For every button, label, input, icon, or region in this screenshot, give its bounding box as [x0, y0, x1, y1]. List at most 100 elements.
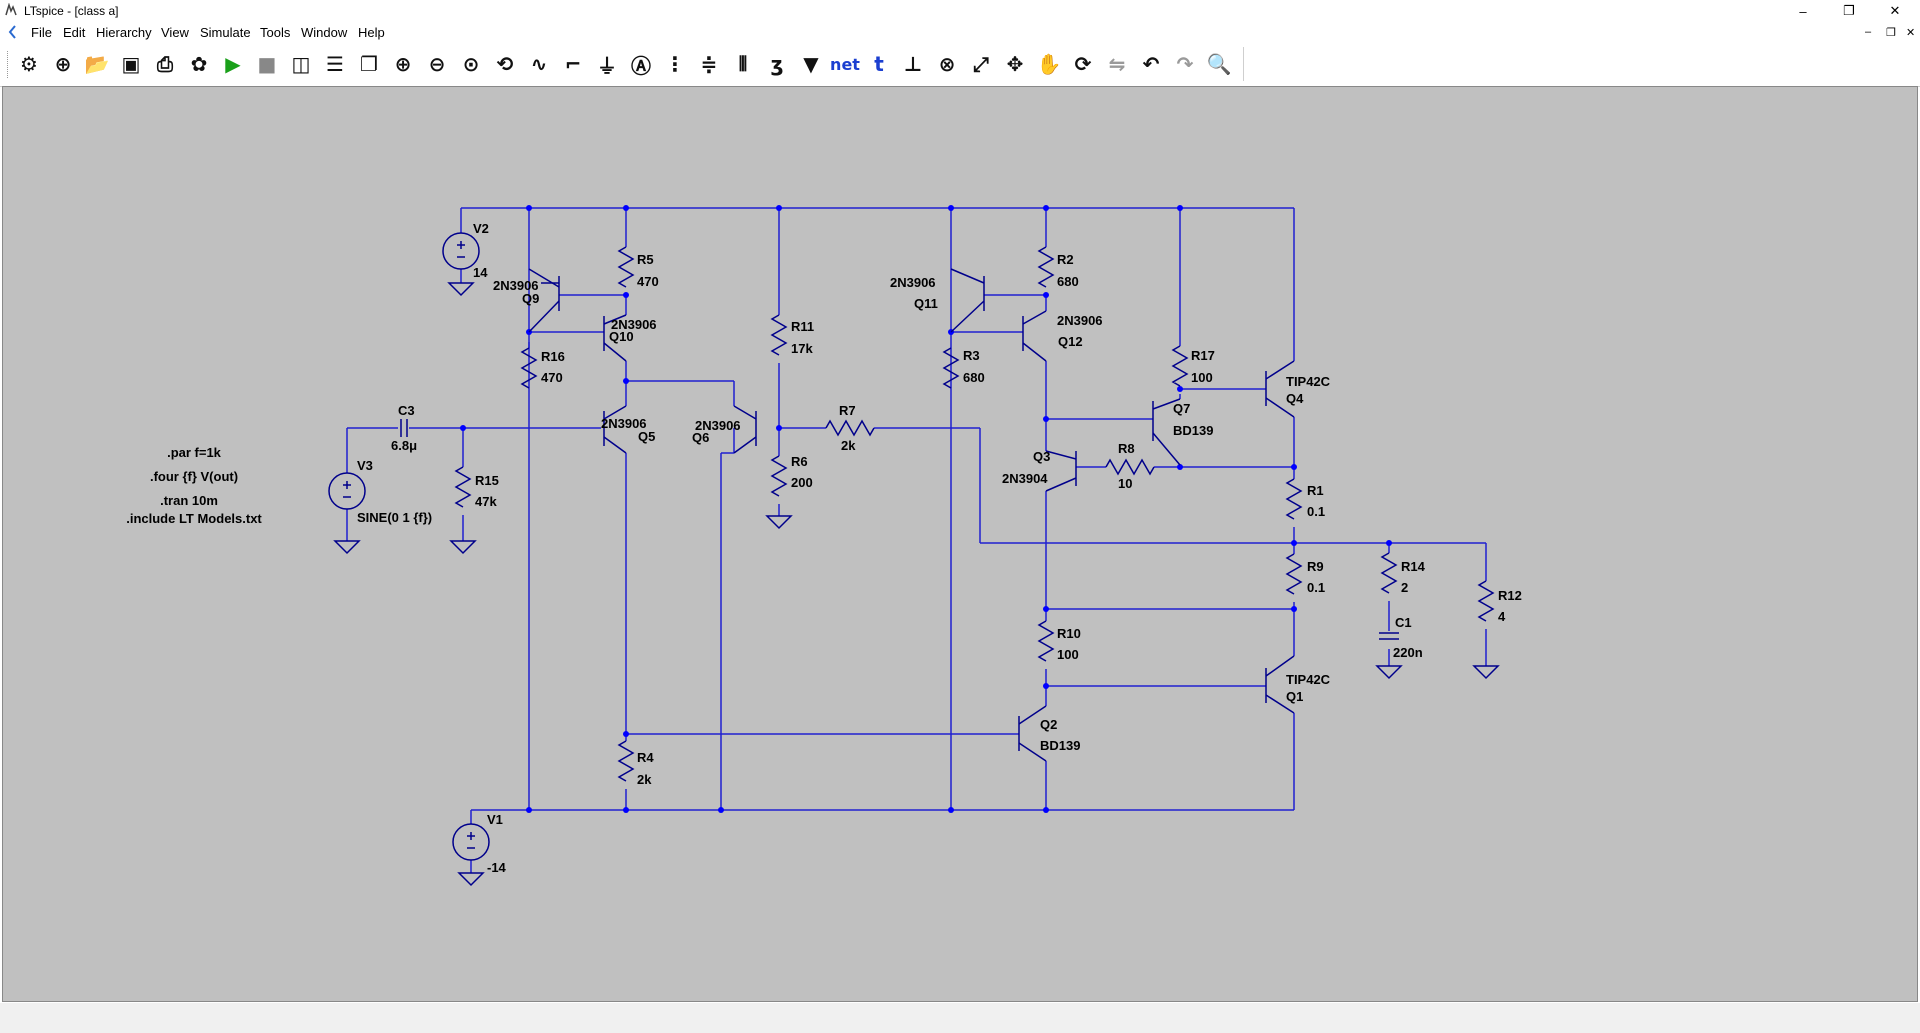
val-V1: -14 — [487, 860, 507, 875]
val-Q9: 2N3906 — [493, 278, 539, 293]
find-button[interactable]: 🔍 — [1204, 49, 1234, 79]
val-R5: 470 — [637, 274, 659, 289]
control-panel-button[interactable]: ✿ — [184, 49, 214, 79]
val-Q3: 2N3904 — [1002, 471, 1048, 486]
capacitor-button[interactable]: ⫴ — [728, 49, 758, 79]
print-button[interactable]: ⎙ — [150, 49, 180, 79]
close-button[interactable]: ✕ — [1889, 3, 1901, 18]
net-button[interactable]: net — [830, 49, 860, 79]
junctions — [460, 205, 1392, 813]
wires — [346, 207, 1487, 873]
menu-hierarchy[interactable]: Hierarchy — [96, 25, 152, 40]
drag-button[interactable]: ✋ — [1034, 49, 1064, 79]
val-R4: 2k — [637, 772, 652, 787]
val-V3: SINE(0 1 {f}) — [357, 510, 432, 525]
settings-button[interactable]: ⚙ — [14, 49, 44, 79]
duplicate-icon: ⤢ — [973, 52, 989, 76]
capacitor-icon: ⫴ — [738, 52, 748, 76]
window-title: LTspice - [class a] — [24, 4, 119, 18]
menu-window[interactable]: Window — [301, 25, 348, 40]
new-schematic-button[interactable]: ⊕ — [48, 49, 78, 79]
val-C3: 6.8μ — [391, 438, 417, 453]
ref-R8: R8 — [1118, 441, 1135, 456]
ref-R16: R16 — [541, 349, 565, 364]
zoom-back-button[interactable]: ⟲ — [490, 49, 520, 79]
tile-vertical-icon: ◫ — [291, 52, 311, 76]
wire-button[interactable]: ⌐ — [558, 49, 588, 79]
zoom-in-button[interactable]: ⊕ — [388, 49, 418, 79]
directive-four: .four {f} V(out) — [150, 469, 238, 484]
menu-simulate[interactable]: Simulate — [200, 25, 251, 40]
waveform-icon: ∿ — [530, 52, 548, 76]
title-bar: LTspice - [class a] – ❐ ✕ — [0, 0, 1920, 22]
text-button[interactable]: t — [864, 49, 894, 79]
schematic-canvas[interactable]: .par f=1k .four {f} V(out) .tran 10m .in… — [2, 86, 1918, 1002]
spice-directive-button[interactable]: ⊥ — [898, 49, 928, 79]
ref-R14: R14 — [1401, 559, 1426, 574]
toolbar-grip[interactable] — [7, 51, 11, 78]
move-button[interactable]: ✥ — [1000, 49, 1030, 79]
component-symbols — [328, 232, 1500, 887]
duplicate-button[interactable]: ⤢ — [966, 49, 996, 79]
ref-V1: V1 — [487, 812, 503, 827]
print-icon: ⎙ — [157, 52, 173, 76]
val-R17: 100 — [1191, 370, 1213, 385]
val-Q12: 2N3906 — [1057, 313, 1103, 328]
ref-R10: R10 — [1057, 626, 1081, 641]
delete-button[interactable]: ⊗ — [932, 49, 962, 79]
resistor-button[interactable]: ≑ — [694, 49, 724, 79]
mdi-close-button[interactable]: ✕ — [1906, 27, 1916, 39]
mdi-minimize-button[interactable]: – — [1865, 26, 1872, 38]
menu-edit[interactable]: Edit — [63, 25, 86, 40]
halt-button[interactable]: ■ — [252, 49, 282, 79]
settings-icon: ⚙ — [20, 52, 38, 76]
restore-button[interactable]: ❐ — [1843, 3, 1855, 18]
component-labels: V2 14 V1 -14 V3 SINE(0 1 {f}) C3 6.8μ R1… — [357, 221, 1522, 875]
zoom-fit-button[interactable]: ⊙ — [456, 49, 486, 79]
rotate-icon: ⟳ — [1074, 52, 1092, 76]
mirror-button[interactable]: ⇋ — [1102, 49, 1132, 79]
ref-R5: R5 — [637, 252, 654, 267]
resistor-icon: ≑ — [700, 52, 718, 76]
menu-file[interactable]: File — [31, 25, 52, 40]
inductor-button[interactable]: ʒ — [762, 49, 792, 79]
menu-tools[interactable]: Tools — [260, 25, 291, 40]
ref-Q5: Q5 — [638, 429, 655, 444]
tile-vertical-button[interactable]: ◫ — [286, 49, 316, 79]
component-button[interactable]: ⋮ — [660, 49, 690, 79]
cascade-button[interactable]: ❐ — [354, 49, 384, 79]
val-Q6: 2N3906 — [695, 418, 741, 433]
mdi-restore-button[interactable]: ❐ — [1886, 27, 1896, 39]
menu-view[interactable]: View — [161, 25, 189, 40]
ref-Q9: Q9 — [522, 291, 539, 306]
ground-button[interactable]: ⏚ — [592, 49, 622, 79]
zoom-out-icon: ⊖ — [428, 52, 446, 76]
open-button[interactable]: 📂 — [82, 49, 112, 79]
val-Q1: TIP42C — [1286, 672, 1331, 687]
save-button[interactable]: ▣ — [116, 49, 146, 79]
ref-Q7: Q7 — [1173, 401, 1190, 416]
ltspice-app-icon — [5, 3, 17, 16]
label-button[interactable]: Ⓐ — [626, 49, 656, 79]
val-R7: 2k — [841, 438, 856, 453]
menu-help[interactable]: Help — [358, 25, 385, 40]
waveform-button[interactable]: ∿ — [524, 49, 554, 79]
zoom-out-button[interactable]: ⊖ — [422, 49, 452, 79]
run-button[interactable]: ▶ — [218, 49, 248, 79]
diode-button[interactable]: ▼ — [796, 49, 826, 79]
redo-button[interactable]: ↷ — [1170, 49, 1200, 79]
ref-R11: R11 — [791, 319, 814, 334]
val-R8: 10 — [1118, 476, 1132, 491]
rotate-button[interactable]: ⟳ — [1068, 49, 1098, 79]
tile-horizontal-button[interactable]: ☰ — [320, 49, 350, 79]
undo-button[interactable]: ↶ — [1136, 49, 1166, 79]
component-icon: ⋮ — [665, 52, 685, 76]
schematic-doc-icon[interactable] — [6, 24, 20, 40]
minimize-button[interactable]: – — [1799, 3, 1807, 19]
ref-R4: R4 — [637, 750, 654, 765]
ref-V3: V3 — [357, 458, 373, 473]
spice-directive-icon: ⊥ — [903, 52, 923, 76]
val-R2: 680 — [1057, 274, 1079, 289]
diode-icon: ▼ — [803, 52, 819, 76]
val-R10: 100 — [1057, 647, 1079, 662]
